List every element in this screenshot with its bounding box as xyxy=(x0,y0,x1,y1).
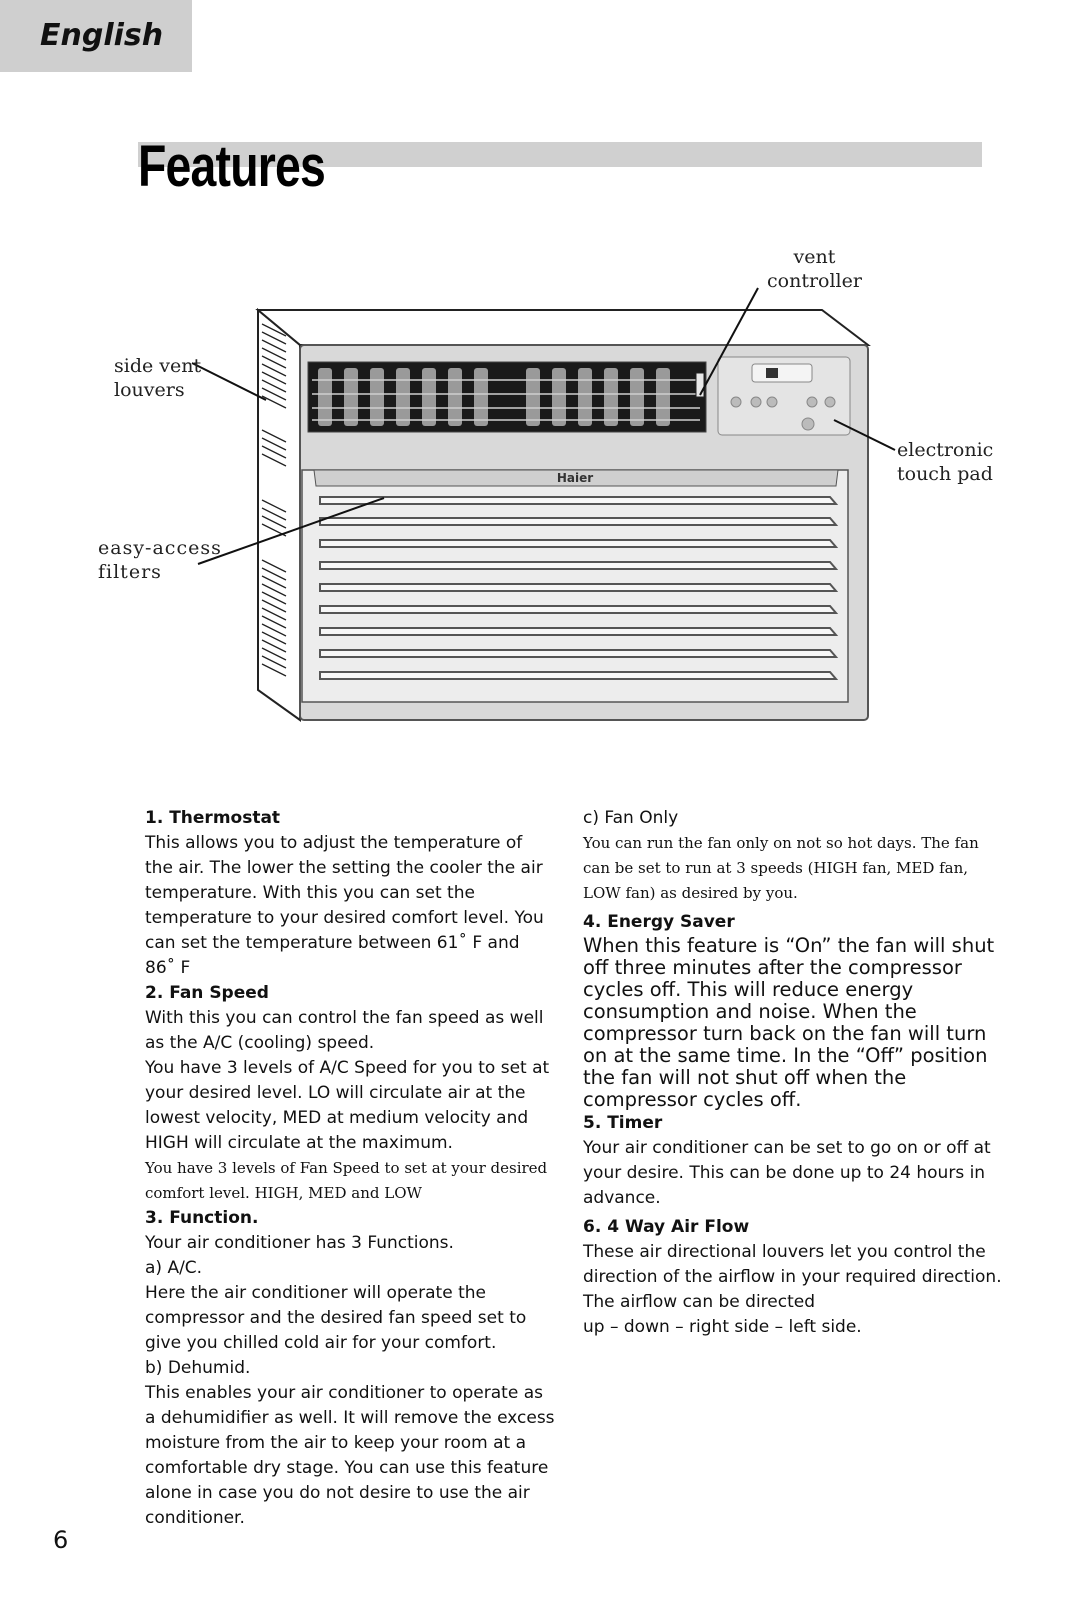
timer-text: Your air conditioner can be set to go on… xyxy=(583,1138,991,1208)
page-title: Features xyxy=(138,134,326,199)
function-a-label: a) A/C. xyxy=(145,1258,203,1278)
top-vent-grille xyxy=(307,361,707,433)
left-column: 1. Thermostat This allows you to adjust … xyxy=(145,806,555,1531)
thermostat-heading: 1. Thermostat xyxy=(145,808,281,828)
air-conditioner-diagram: Haier xyxy=(191,287,896,722)
thermostat-text: This allows you to adjust the temperatur… xyxy=(145,833,544,978)
energy-saver-text: When this feature is “On” the fan will s… xyxy=(583,934,995,1111)
function-c-text: You can run the fan only on not so hot d… xyxy=(583,834,979,902)
callout-vent-controller: vent controller xyxy=(767,246,862,292)
title-bar xyxy=(138,142,982,167)
right-column: c) Fan Only You can run the fan only on … xyxy=(583,806,1003,1340)
brand-label: Haier xyxy=(557,471,593,485)
leader-lines xyxy=(191,287,896,565)
function-c-label: c) Fan Only xyxy=(583,808,679,828)
side-vent-louvers xyxy=(261,323,287,677)
function-b-text: This enables your air conditioner to ope… xyxy=(145,1383,555,1528)
callout-electronic-touch-pad: electronic touch pad xyxy=(897,439,994,485)
air-flow-directions: up – down – right side – left side. xyxy=(583,1317,862,1337)
energy-saver-heading: 4. Energy Saver xyxy=(583,912,735,932)
function-intro: Your air conditioner has 3 Functions. xyxy=(145,1233,454,1253)
fan-speed-text-3: You have 3 levels of Fan Speed to set at… xyxy=(145,1159,548,1202)
top-panel xyxy=(255,309,871,346)
fan-speed-text-1: With this you can control the fan speed … xyxy=(145,1008,544,1053)
timer-heading: 5. Timer xyxy=(583,1113,663,1133)
fan-speed-heading: 2. Fan Speed xyxy=(145,983,269,1003)
front-grille-slats xyxy=(319,496,839,680)
electronic-touch-pad xyxy=(717,356,851,436)
function-a-text: Here the air conditioner will operate th… xyxy=(145,1283,527,1353)
page-number: 6 xyxy=(53,1526,69,1554)
side-panel xyxy=(257,307,301,722)
function-heading: 3. Function. xyxy=(145,1208,259,1228)
fan-speed-text-2: You have 3 levels of A/C Speed for you t… xyxy=(145,1058,550,1153)
vent-controller xyxy=(695,372,705,398)
callout-side-vent-louvers: side vent louvers xyxy=(114,355,202,401)
function-b-label: b) Dehumid. xyxy=(145,1358,251,1378)
callout-easy-access-filters: easy-access filters xyxy=(98,537,222,583)
vent-slats xyxy=(318,368,670,426)
air-flow-text: These air directional louvers let you co… xyxy=(583,1242,1002,1312)
air-flow-heading: 6. 4 Way Air Flow xyxy=(583,1217,750,1237)
language-tab: English xyxy=(0,0,192,72)
language-label: English xyxy=(40,18,164,53)
